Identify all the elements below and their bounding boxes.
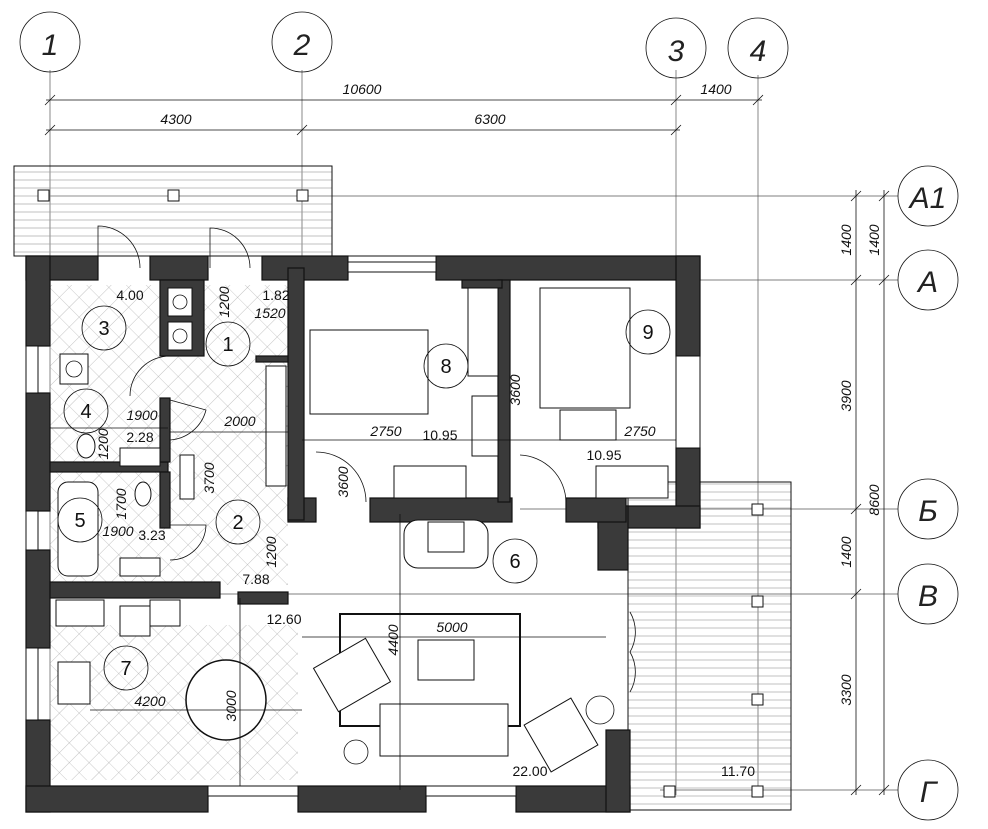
svg-text:2: 2 (232, 512, 243, 534)
dim-1200-a: 1200 (216, 286, 232, 317)
front-porch (13, 165, 333, 257)
svg-text:3: 3 (668, 35, 685, 68)
svg-text:1: 1 (222, 334, 233, 356)
svg-text:7: 7 (120, 658, 131, 680)
room-2-area: 7.88 (242, 571, 269, 587)
dim-a1-a-inner: 1400 (866, 224, 882, 255)
svg-text:4: 4 (80, 401, 91, 423)
room-3-area: 4.00 (116, 287, 143, 303)
walls (25, 255, 701, 813)
room-1-area: 1.82 (262, 287, 289, 303)
dim-4200: 4200 (134, 693, 165, 709)
dim-a1-a-outer: 1400 (838, 224, 854, 255)
room-6-area: 12.60 (266, 611, 301, 627)
svg-text:2: 2 (293, 29, 311, 62)
dim-1520: 1520 (254, 305, 285, 321)
room-4: 4 2.28 (63, 388, 154, 445)
dim-1900-a: 1900 (126, 407, 157, 423)
dim-2000: 2000 (223, 413, 255, 429)
room-4-area: 2.28 (126, 429, 153, 445)
dim-v-g: 3300 (838, 674, 854, 705)
dim-4400: 4400 (385, 624, 401, 655)
side-terrace (627, 481, 792, 811)
dim-2750-a: 2750 (369, 423, 401, 439)
svg-text:А: А (916, 266, 938, 299)
dim-overall-top: 10600 (343, 81, 382, 97)
dim-right-top: 1400 (700, 81, 731, 97)
dim-a-b: 3900 (838, 380, 854, 411)
room-8-area: 10.95 (422, 427, 457, 443)
dim-3600-b: 3600 (507, 374, 523, 405)
dim-3700: 3700 (201, 462, 217, 493)
dim-1200-b: 1200 (95, 428, 111, 459)
dim-2750-b: 2750 (623, 423, 655, 439)
svg-text:3: 3 (98, 318, 109, 340)
dim-b-v: 1400 (838, 536, 854, 567)
dim-overall-right: 8600 (866, 484, 882, 515)
svg-text:9: 9 (642, 322, 653, 344)
room-8: 8 10.95 (422, 343, 469, 443)
room-3: 3 4.00 (81, 287, 144, 351)
dimension-chain-right: 1400 1400 3900 8600 1400 3300 (838, 190, 890, 796)
living-area: 22.00 (512, 763, 547, 779)
dim-1200-c: 1200 (263, 536, 279, 567)
doors (97, 225, 636, 693)
svg-text:Б: Б (918, 495, 938, 528)
room-9-area: 10.95 (586, 447, 621, 463)
dimension-chain-top: 10600 4300 6300 1400 (44, 81, 764, 136)
windows (25, 255, 701, 797)
dim-left-top: 4300 (160, 111, 191, 127)
dim-3000: 3000 (223, 690, 239, 721)
dim-5000: 5000 (436, 619, 467, 635)
svg-text:В: В (918, 580, 938, 613)
fixtures (55, 287, 669, 773)
svg-text:5: 5 (74, 510, 85, 532)
room-2: 2 7.88 (215, 499, 270, 587)
dim-middle-top: 6300 (474, 111, 505, 127)
inner-dimensions: 1200 1520 1900 1200 2000 3700 1700 1900 … (50, 286, 676, 790)
svg-text:1: 1 (42, 29, 59, 62)
room-7: 7 (103, 645, 149, 691)
svg-text:6: 6 (509, 551, 520, 573)
room-1: 1 1.82 (205, 287, 290, 367)
room-9: 9 10.95 (586, 309, 671, 463)
dim-1900-b: 1900 (102, 523, 133, 539)
terrace-area: 11.70 (721, 763, 755, 779)
room-5-area: 3.23 (138, 527, 165, 543)
svg-text:А1: А1 (908, 182, 947, 215)
room-5: 5 3.23 (57, 497, 166, 543)
svg-text:Г: Г (920, 776, 939, 809)
room-6: 6 12.60 (266, 538, 538, 627)
svg-text:4: 4 (750, 35, 767, 68)
svg-text:8: 8 (440, 356, 451, 378)
dim-1700: 1700 (113, 488, 129, 519)
dim-3600-a: 3600 (335, 466, 351, 497)
